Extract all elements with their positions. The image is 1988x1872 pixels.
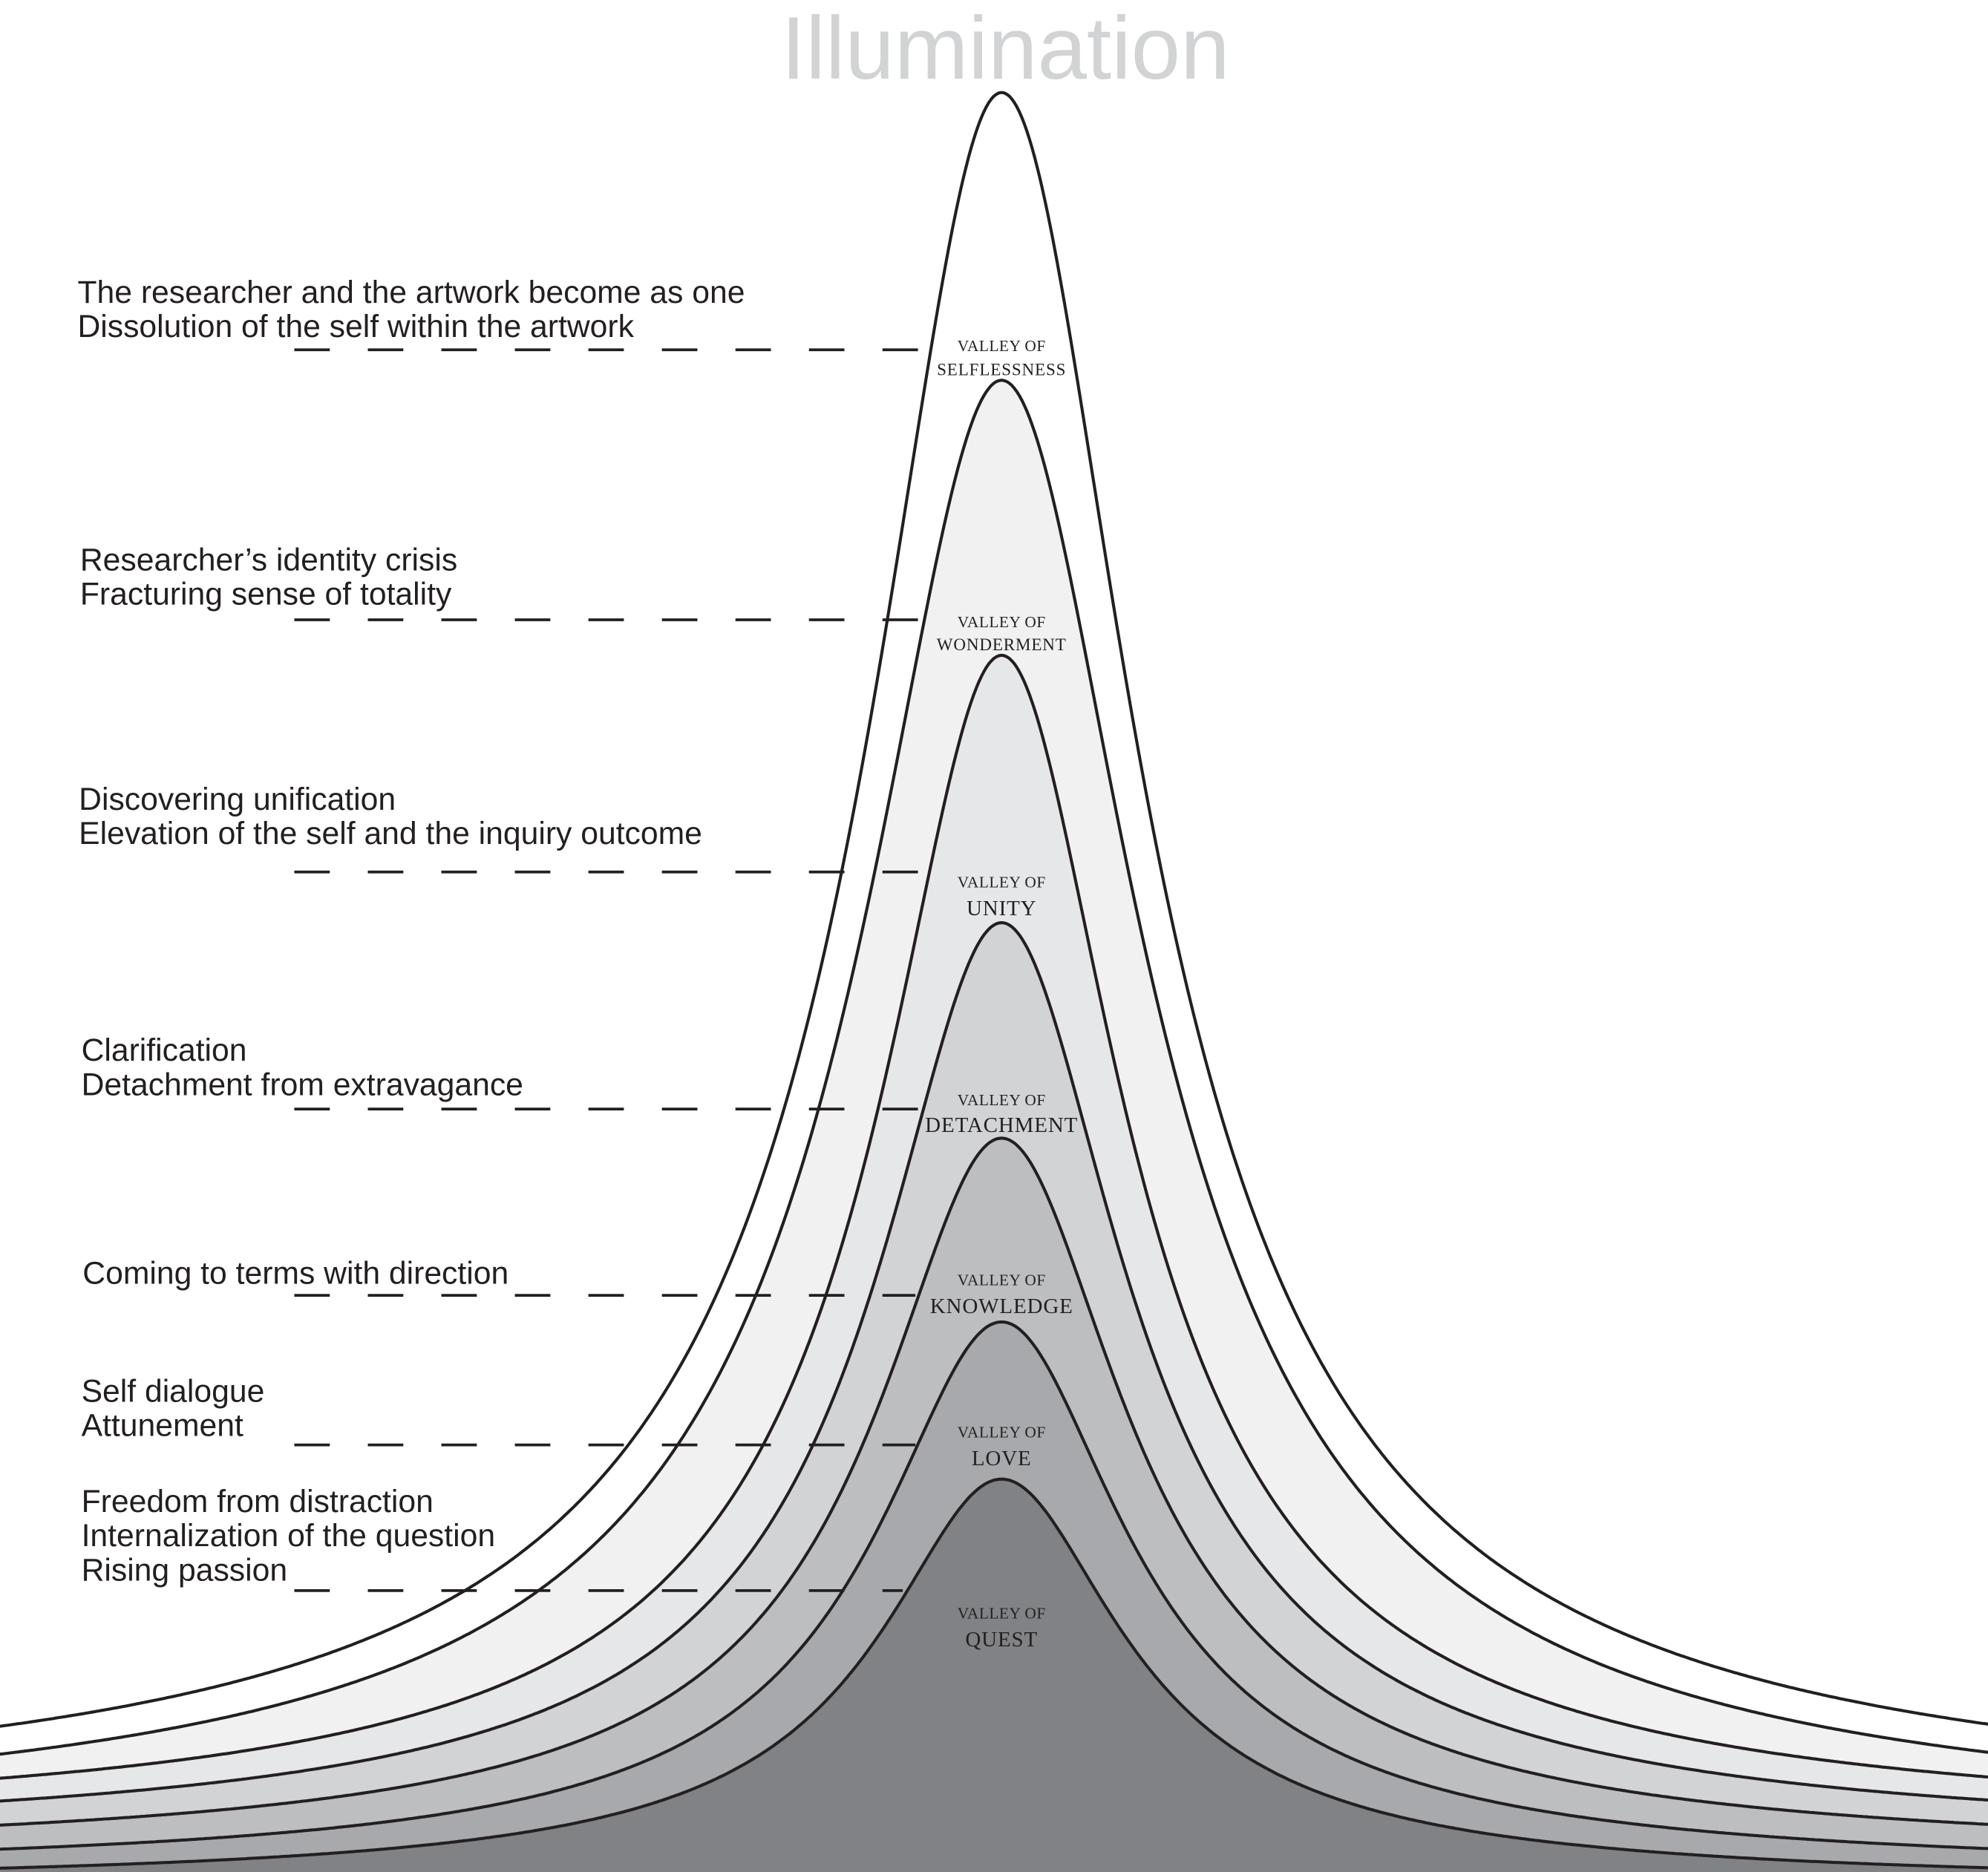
valley-layer-quest bbox=[0, 1479, 1988, 1872]
valley-name-love: LOVE bbox=[972, 1447, 1032, 1470]
valley-prefix: VALLEY OF bbox=[958, 1604, 1046, 1622]
valley-name-unity: UNITY bbox=[967, 897, 1037, 920]
description-line: Fracturing sense of totality bbox=[80, 576, 452, 612]
description-4: Clarification Detachment from extravagan… bbox=[82, 1032, 523, 1102]
description-line: Clarification bbox=[82, 1032, 247, 1068]
valley-curve-wonderment bbox=[0, 379, 1988, 1756]
valley-prefix: VALLEY OF bbox=[958, 1423, 1046, 1441]
valley-name-knowledge: KNOWLEDGE bbox=[930, 1295, 1073, 1318]
valley-name-wonderment: WONDERMENT bbox=[937, 635, 1067, 654]
valley-name-quest: QUEST bbox=[965, 1628, 1038, 1652]
description-line: Detachment from extravagance bbox=[82, 1067, 523, 1102]
description-line: Internalization of the question bbox=[82, 1518, 496, 1554]
valley-curve-quest bbox=[0, 1477, 1988, 1870]
description-2: Researcher’s identity crisis Fracturing … bbox=[80, 542, 457, 612]
description-line: Discovering unification bbox=[79, 782, 396, 817]
description-1: The researcher and the artwork become as… bbox=[77, 275, 745, 344]
description-line: Dissolution of the self within the artwo… bbox=[77, 309, 634, 344]
valley-prefix: VALLEY OF bbox=[958, 613, 1046, 631]
leader-lines bbox=[294, 348, 929, 1592]
valley-prefix: VALLEY OF bbox=[958, 873, 1046, 891]
valley-name-detachment: DETACHMENT bbox=[925, 1113, 1078, 1137]
description-line: Freedom from distraction bbox=[82, 1484, 434, 1519]
description-line: Elevation of the self and the inquiry ou… bbox=[79, 816, 702, 851]
valley-curve-selflessness bbox=[0, 91, 1988, 1728]
diagram-title: Illumination bbox=[781, 0, 1230, 98]
valley-layers bbox=[0, 91, 1988, 1872]
valley-name-selflessness: SELFLESSNESS bbox=[937, 359, 1066, 379]
description-line: Researcher’s identity crisis bbox=[80, 542, 457, 577]
description-line: Rising passion bbox=[82, 1552, 288, 1588]
description-6: Self dialogue Attunement bbox=[82, 1374, 265, 1444]
valley-prefix: VALLEY OF bbox=[958, 337, 1046, 355]
valley-curve-detachment bbox=[0, 921, 1988, 1803]
description-3: Discovering unification Elevation of the… bbox=[79, 782, 702, 851]
description-line: Self dialogue bbox=[82, 1374, 265, 1410]
description-line: Attunement bbox=[82, 1408, 243, 1444]
valley-curve-love bbox=[0, 1320, 1988, 1851]
valley-curve-unity bbox=[0, 653, 1988, 1780]
valley-prefix: VALLEY OF bbox=[958, 1091, 1046, 1109]
description-line: Coming to terms with direction bbox=[82, 1256, 509, 1292]
description-line: The researcher and the artwork become as… bbox=[77, 275, 745, 310]
description-5: Coming to terms with direction bbox=[82, 1256, 509, 1292]
valley-prefix: VALLEY OF bbox=[958, 1271, 1046, 1289]
valley-curve-knowledge bbox=[0, 1136, 1988, 1827]
description-7: Freedom from distraction Internalization… bbox=[82, 1484, 496, 1588]
